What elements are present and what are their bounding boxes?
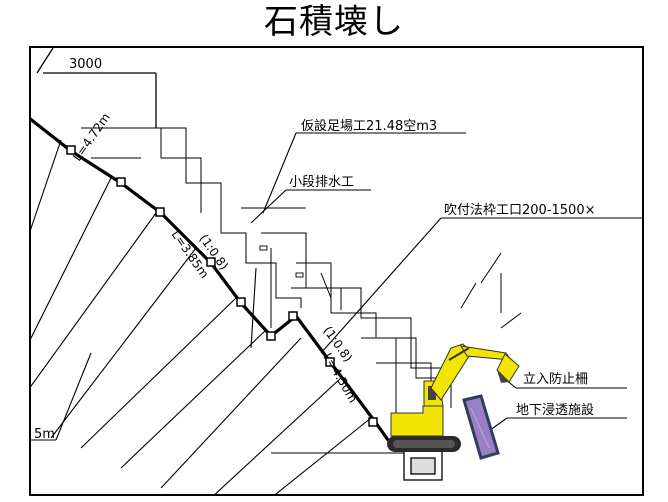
slope-marks — [66, 145, 378, 427]
drainage-label: 小段排水工 — [289, 175, 354, 190]
frame-work-label: 吹付法枠工口200-1500× — [444, 203, 595, 218]
drain-symbols — [259, 245, 304, 278]
diagram-frame: 3000 — [29, 46, 644, 496]
slope-surface — [31, 117, 432, 445]
infiltration-label: 地下浸透施設 — [516, 402, 594, 418]
infiltration-panel — [462, 394, 500, 460]
fence-label: 立入防止柵 — [523, 371, 588, 387]
bottom-left-label: 5m — [34, 427, 55, 442]
footing-box — [403, 449, 443, 481]
leader-lines — [250, 132, 642, 434]
excavator-icon — [387, 343, 520, 452]
dimension-line — [36, 48, 157, 128]
dimension-label: 3000 — [69, 57, 102, 72]
scaffold-label: 仮設足場工21.48空m3 — [301, 118, 437, 134]
page-title: 石積壊し — [264, 2, 404, 42]
cross-section-drawing: 3000 — [31, 48, 642, 494]
ground-lines — [31, 139, 411, 494]
slope-upper-length: L=4.72m — [70, 111, 113, 164]
